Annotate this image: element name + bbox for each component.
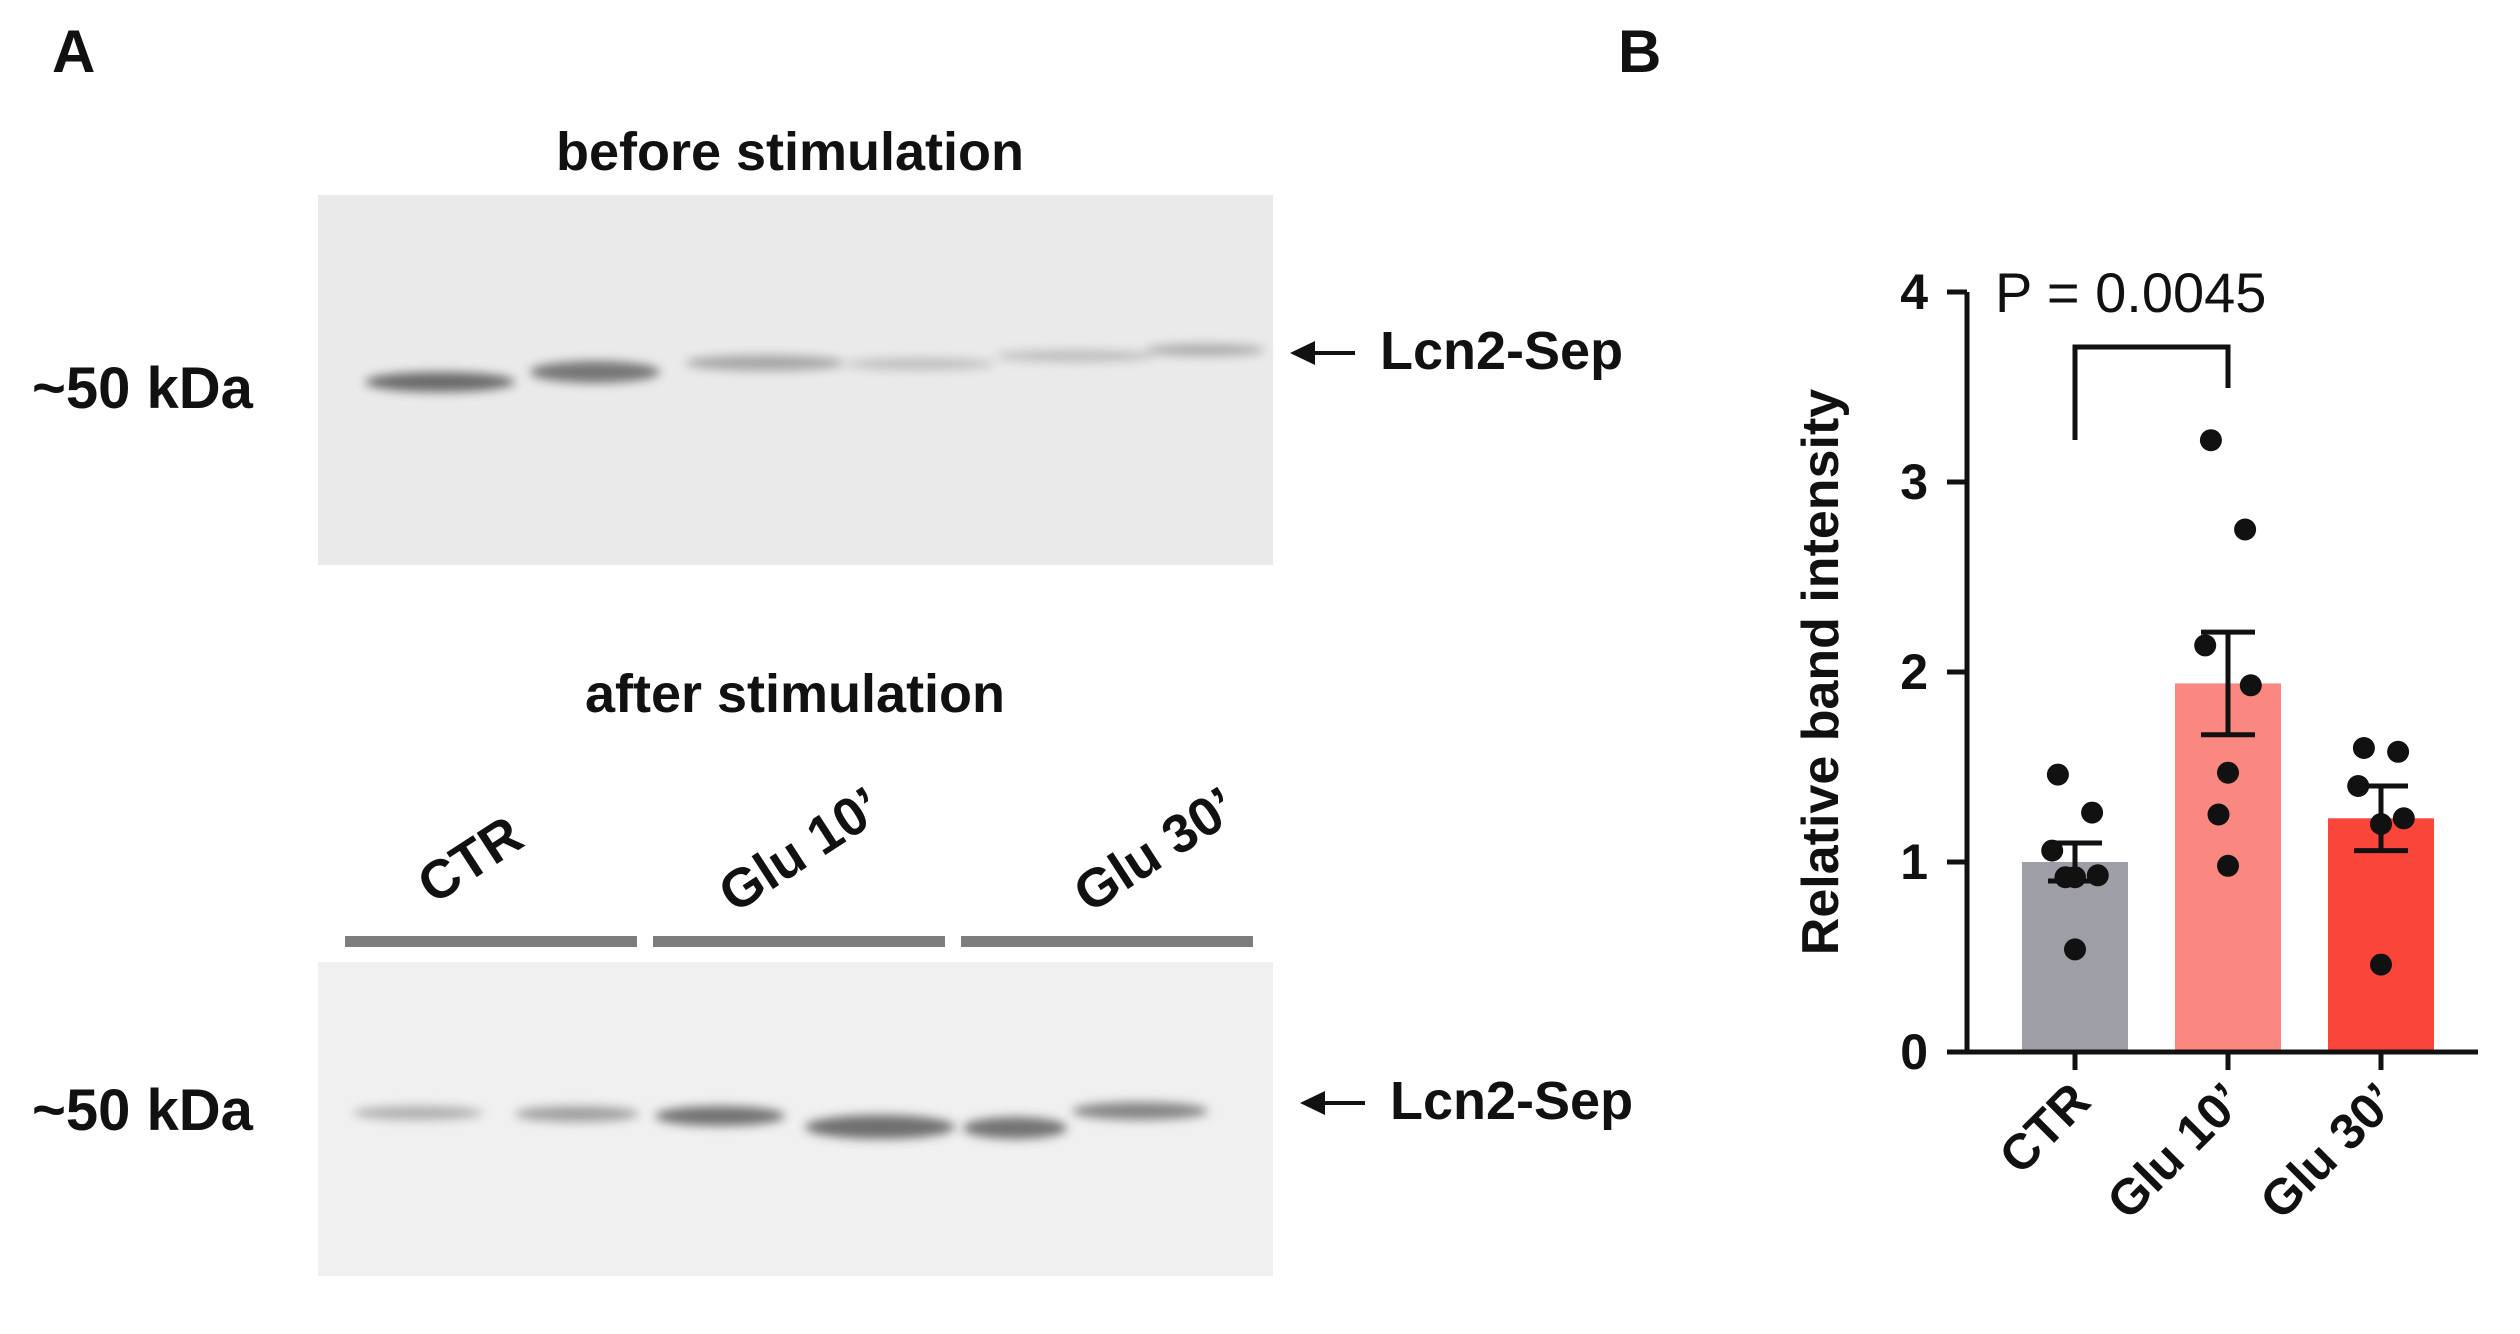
blot-after-stimulation [318,962,1273,1276]
panel-a-label: A [52,18,95,85]
band-label-bottom: Lcn2-Sep [1390,1071,1633,1131]
band-bottom-lane-3 [655,1106,785,1126]
points-layer [2041,429,2415,976]
y-tick-layer: 0 1 2 3 4 [1900,264,1967,1080]
data-point-glu-10-6 [2207,803,2230,826]
y-tick-label-2: 2 [1900,644,1928,700]
data-point-glu-30-3 [2347,775,2370,797]
band-top-lane-4 [845,358,995,370]
arrow-top [1290,341,1355,365]
data-point-glu-10-5 [2217,761,2239,784]
band-top-lane-6 [1145,344,1265,356]
lane-label-ctr: CTR [407,805,533,916]
band-bottom-lane-4 [805,1115,955,1139]
y-tick-label-0: 0 [1900,1024,1928,1080]
error-bar-glu-10 [2201,629,2255,738]
lane-label-glu-30: Glu 30’ [1063,776,1247,924]
band-top-lane-2 [530,361,660,383]
band-bottom-lane-6 [1072,1102,1208,1120]
data-point-ctr-7 [2064,938,2086,961]
before-stimulation-title: before stimulation [556,122,1024,182]
after-stimulation-title: after stimulation [585,664,1005,724]
bracket-line [2072,344,2231,440]
data-point-ctr-3 [2041,839,2064,862]
panel-a: A before stimulation ~50 kDa Lcn2-Sep af… [32,18,1633,1276]
band-bottom-lane-2 [515,1106,639,1122]
data-point-ctr-6 [2054,866,2077,889]
band-bottom-lane-1 [353,1106,483,1120]
lane-bar-glu-10 [653,936,945,947]
lane-bar-glu-30 [961,936,1253,947]
lane-group-bars [345,936,1253,947]
data-point-ctr-1 [2046,763,2069,786]
data-point-ctr-4 [2086,864,2109,887]
x-tick-label-glu-30: Glu 30’ [2249,1072,2406,1229]
band-top-lane-5 [995,350,1155,362]
band-label-top: Lcn2-Sep [1380,321,1623,381]
data-point-glu-30-4 [2392,807,2415,830]
x-tick-label-glu-10: Glu 10’ [2096,1072,2253,1229]
data-point-glu-10-1 [2199,429,2222,452]
marker-label-top: ~50 kDa [32,356,254,421]
y-axis-label: Relative band intensity [1792,389,1850,955]
p-value-annotation: P = 0.0045 [1995,261,2266,324]
blot-before-stimulation [318,195,1273,565]
marker-label-bottom: ~50 kDa [32,1078,254,1143]
band-top-lane-3 [685,355,845,371]
significance-bracket [2072,344,2231,440]
lane-bar-ctr [345,936,637,947]
data-point-glu-10-2 [2234,518,2257,541]
data-point-glu-10-4 [2239,674,2262,697]
y-tick-label-1: 1 [1900,834,1928,890]
band-top-lane-1 [365,372,515,392]
y-tick-label-4: 4 [1900,264,1928,320]
data-point-glu-30-5 [2370,813,2392,835]
bar-glu-30 [2328,818,2434,1052]
x-tick-label-ctr: CTR [1989,1072,2101,1184]
panel-b-label: B [1618,18,1661,85]
data-point-ctr-2 [2081,801,2104,824]
data-point-glu-30-1 [2352,737,2375,759]
y-tick-label-3: 3 [1900,454,1928,510]
data-point-glu-30-6 [2370,953,2392,976]
lane-label-glu-10: Glu 10’ [708,776,892,924]
data-point-glu-30-2 [2387,740,2410,763]
arrow-bottom [1300,1091,1365,1115]
band-bottom-lane-5 [963,1117,1067,1139]
data-point-glu-10-7 [2217,854,2239,877]
data-point-glu-10-3 [2194,634,2217,657]
